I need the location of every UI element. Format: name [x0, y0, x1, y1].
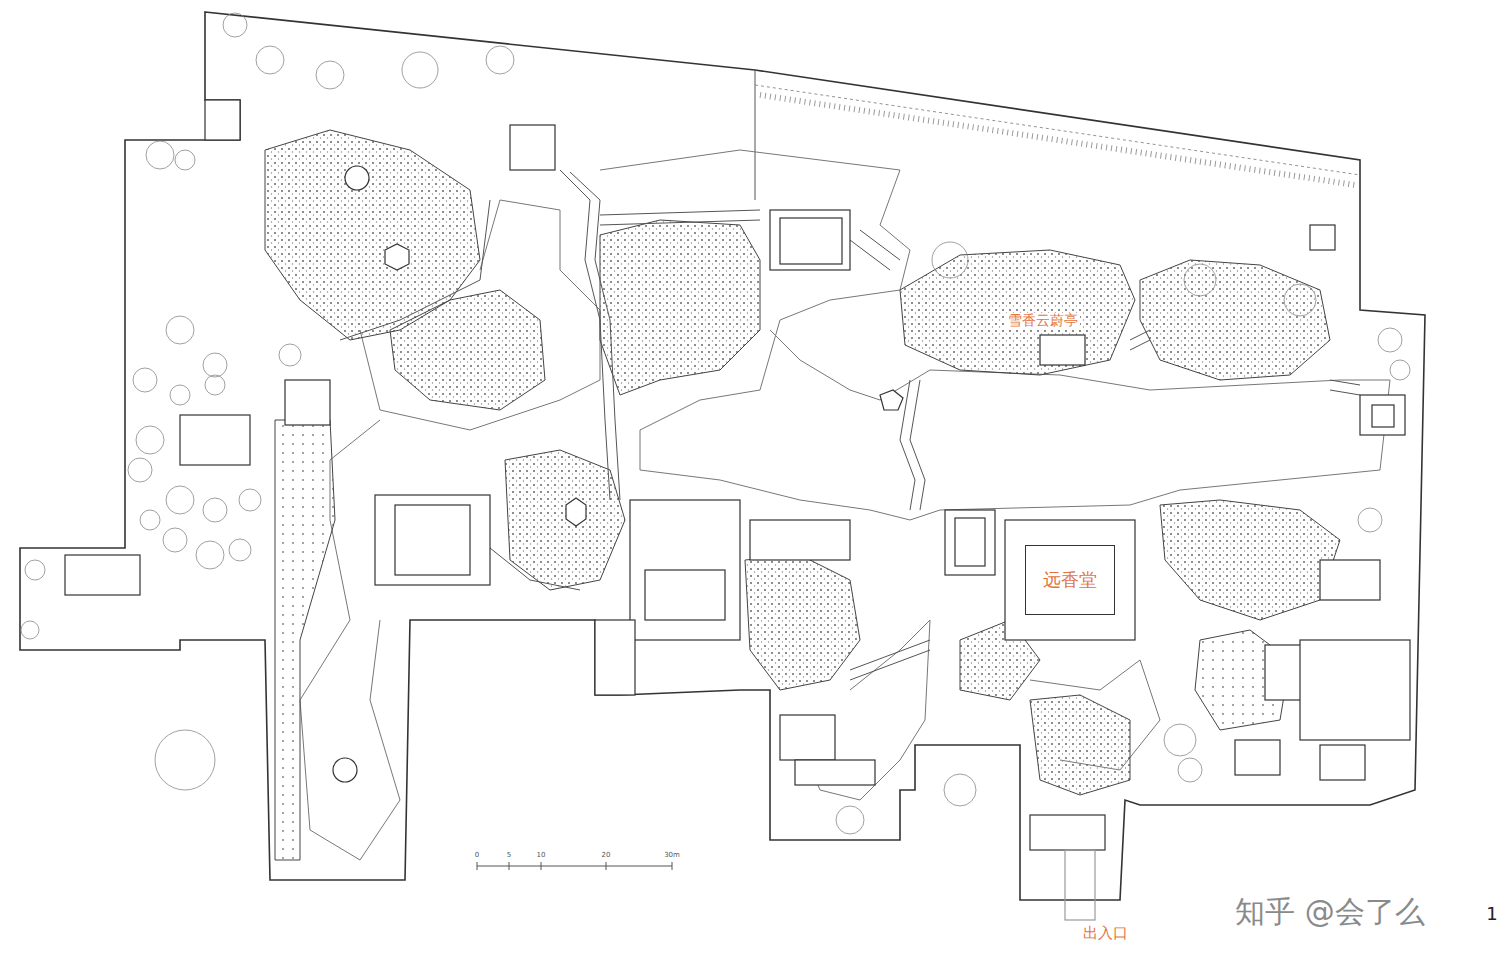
north-path	[755, 85, 1360, 175]
scale-number: 20	[602, 852, 611, 860]
scale-number: 10	[537, 852, 546, 860]
north-shrubs	[760, 95, 1355, 185]
paths	[340, 170, 1360, 680]
inner-wall	[755, 70, 756, 200]
scale-bar	[477, 862, 672, 870]
rockery-islands	[265, 130, 1340, 860]
trees	[21, 13, 1410, 834]
entrance-label: 出入口	[1081, 925, 1130, 942]
watermark: 知乎 @会了么	[1235, 895, 1425, 928]
page-number: 1	[1486, 904, 1497, 924]
scale-number: 30m	[664, 852, 680, 860]
scale-number: 0	[475, 852, 479, 860]
building-name: 远香堂	[1043, 568, 1097, 592]
building-name: 雪香云蔚亭	[1006, 313, 1080, 328]
building-box: 远香堂	[1025, 545, 1115, 615]
garden-wall	[20, 12, 1425, 900]
buildings	[65, 100, 1410, 920]
scale-number: 5	[507, 852, 511, 860]
